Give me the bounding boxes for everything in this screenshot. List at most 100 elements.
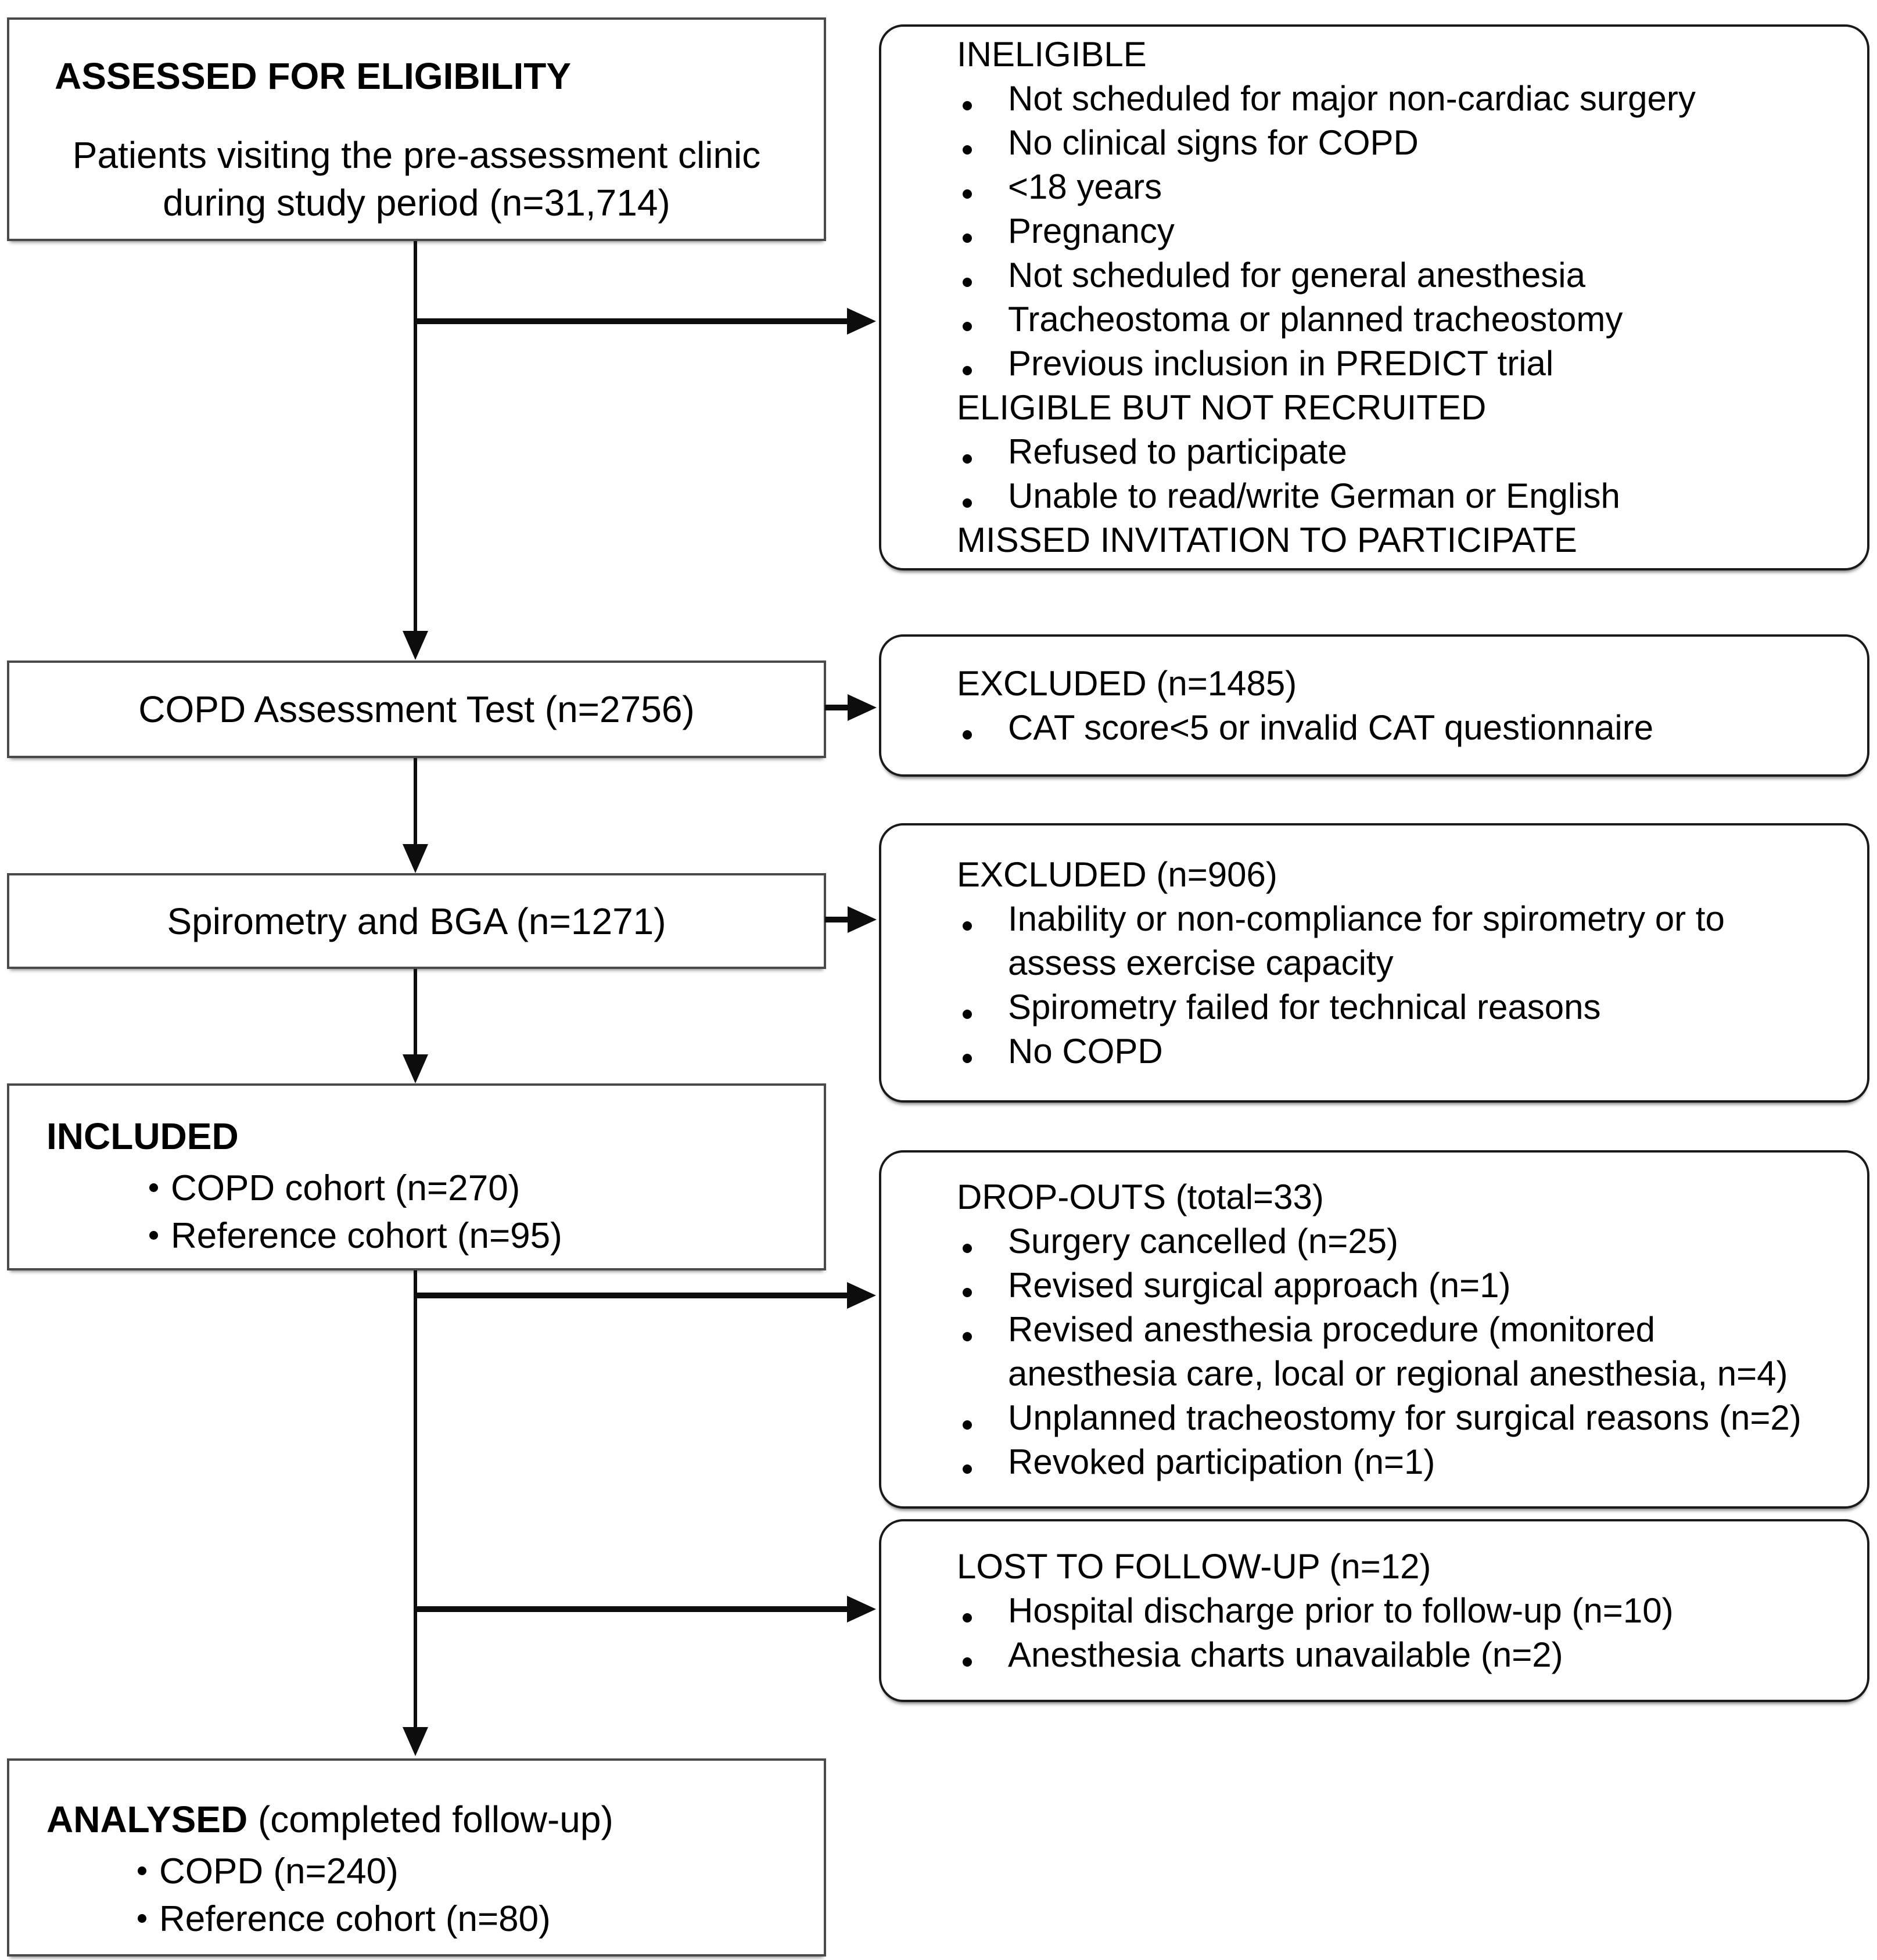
bullet-dot-icon <box>957 706 1008 750</box>
arrow-line-to-dropouts <box>415 1293 849 1298</box>
bullet-dot-icon <box>957 985 1008 1029</box>
arrow-line-to-excluded-spirometry <box>825 917 849 922</box>
arrow-line-to-excluded-cat <box>825 705 849 710</box>
bullet-dot-icon <box>957 430 1008 474</box>
analysed-bullet-copd: COPD (n=240) <box>114 1848 824 1896</box>
included-bullets: COPD cohort (n=270) Reference cohort (n=… <box>125 1165 824 1260</box>
dropouts-bullet-4-text: Unplanned tracheostomy for surgical reas… <box>1008 1398 1801 1437</box>
box-included: INCLUDED COPD cohort (n=270) Reference c… <box>7 1083 826 1270</box>
included-bullet-reference: Reference cohort (n=95) <box>125 1212 824 1260</box>
lost-to-followup-header: LOST TO FOLLOW-UP (n=12) <box>957 1546 1431 1586</box>
arrow-line-cat-to-spirometry <box>414 758 417 846</box>
excluded-spirometry-bullet-3: No COPD <box>957 1029 1832 1074</box>
spirometry-bga-label: Spirometry and BGA (n=1271) <box>167 900 666 942</box>
bullet-dot-icon <box>114 1896 146 1943</box>
ineligible-bullet-9: Unable to read/write German or English <box>957 474 1832 518</box>
excluded-cat-header: EXCLUDED (n=1485) <box>957 663 1297 703</box>
dropouts-bullet-5: Revoked participation (n=1) <box>957 1440 1832 1484</box>
arrowhead-down-to-spirometry-icon <box>403 844 428 873</box>
bullet-dot-icon <box>957 209 1008 253</box>
arrow-line-to-ineligible <box>415 318 849 324</box>
bullet-dot-icon <box>125 1212 158 1260</box>
arrow-line-assessed-to-cat <box>414 241 417 633</box>
excluded-cat-bullet-1-text: CAT score<5 or invalid CAT questionnaire <box>1008 708 1654 747</box>
bullet-dot-icon <box>957 77 1008 121</box>
ineligible-bullet-8: Refused to participate <box>957 430 1832 474</box>
excluded-spirometry-bullet-2: Spirometry failed for technical reasons <box>957 985 1832 1029</box>
ineligible-bullet-2: No clinical signs for COPD <box>957 121 1832 165</box>
bullet-dot-icon <box>957 1263 1008 1308</box>
box-dropouts: DROP-OUTS (total=33) Surgery cancelled (… <box>879 1150 1869 1509</box>
bullet-dot-icon <box>957 342 1008 386</box>
analysed-title: ANALYSED <box>46 1799 248 1840</box>
dropouts-bullet-5-text: Revoked participation (n=1) <box>1008 1442 1435 1481</box>
excluded-spirometry-bullet-1-text: Inability or non-compliance for spiromet… <box>1008 899 1725 982</box>
box-spirometry-bga: Spirometry and BGA (n=1271) <box>7 873 826 969</box>
assessed-body-line1: Patients visiting the pre-assessment cli… <box>72 134 761 176</box>
analysed-title-row: ANALYSED (completed follow-up) <box>9 1797 824 1842</box>
box-excluded-spirometry: EXCLUDED (n=906) Inability or non-compli… <box>879 823 1869 1103</box>
arrowhead-right-to-ineligible-icon <box>847 308 876 335</box>
dropouts-header: DROP-OUTS (total=33) <box>957 1177 1324 1216</box>
excluded-spirometry-bullet-3-text: No COPD <box>1008 1031 1163 1071</box>
arrow-line-to-lost-followup <box>415 1606 849 1612</box>
ineligible-bullet-8-text: Refused to participate <box>1008 432 1347 471</box>
ineligible-bullet-4: Pregnancy <box>957 209 1832 253</box>
bullet-dot-icon <box>957 1589 1008 1633</box>
excluded-spirometry-bullet-1: Inability or non-compliance for spiromet… <box>957 897 1832 985</box>
lost-to-followup-bullet-1-text: Hospital discharge prior to follow-up (n… <box>1008 1591 1674 1630</box>
box-ineligible: INELIGIBLE Not scheduled for major non-c… <box>879 24 1869 570</box>
missed-invitation-header: MISSED INVITATION TO PARTICIPATE <box>957 520 1577 559</box>
ineligible-bullet-5: Not scheduled for general anesthesia <box>957 253 1832 297</box>
box-copd-assessment-test: COPD Assessment Test (n=2756) <box>7 660 826 758</box>
bullet-dot-icon <box>957 121 1008 165</box>
dropouts-bullet-3: Revised anesthesia procedure (monitored … <box>957 1308 1832 1396</box>
box-excluded-cat: EXCLUDED (n=1485) CAT score<5 or invalid… <box>879 634 1869 777</box>
ineligible-bullet-9-text: Unable to read/write German or English <box>1008 476 1620 515</box>
dropouts-bullet-1: Surgery cancelled (n=25) <box>957 1219 1832 1263</box>
arrowhead-right-to-excluded-cat-icon <box>848 694 877 721</box>
ineligible-header: INELIGIBLE <box>957 35 1147 74</box>
bullet-dot-icon <box>957 1396 1008 1440</box>
bullet-dot-icon <box>957 1308 1008 1396</box>
arrowhead-down-to-analysed-icon <box>403 1727 428 1756</box>
ineligible-bullet-7-text: Previous inclusion in PREDICT trial <box>1008 344 1554 383</box>
bullet-dot-icon <box>957 1633 1008 1677</box>
ineligible-bullet-1: Not scheduled for major non-cardiac surg… <box>957 77 1832 121</box>
bullet-dot-icon <box>957 165 1008 209</box>
dropouts-bullet-2-text: Revised surgical approach (n=1) <box>1008 1265 1511 1305</box>
ineligible-bullet-2-text: No clinical signs for COPD <box>1008 123 1419 162</box>
assessed-body: Patients visiting the pre-assessment cli… <box>9 131 824 227</box>
arrowhead-down-to-cat-icon <box>403 631 428 660</box>
included-bullet-reference-text: Reference cohort (n=95) <box>171 1216 562 1256</box>
bullet-dot-icon <box>114 1848 146 1896</box>
eligible-not-recruited-header: ELIGIBLE BUT NOT RECRUITED <box>957 388 1487 427</box>
included-bullet-copd-text: COPD cohort (n=270) <box>171 1168 521 1208</box>
dropouts-bullet-1-text: Surgery cancelled (n=25) <box>1008 1221 1399 1261</box>
included-bullet-copd: COPD cohort (n=270) <box>125 1165 824 1212</box>
excluded-cat-bullet-1: CAT score<5 or invalid CAT questionnaire <box>957 706 1832 750</box>
copd-assessment-test-label: COPD Assessment Test (n=2756) <box>138 688 695 730</box>
dropouts-bullet-4: Unplanned tracheostomy for surgical reas… <box>957 1396 1832 1440</box>
analysed-title-suffix: (completed follow-up) <box>247 1799 613 1840</box>
ineligible-bullet-6: Tracheostoma or planned tracheostomy <box>957 297 1832 342</box>
analysed-bullet-reference-text: Reference cohort (n=80) <box>159 1899 551 1939</box>
analysed-bullets: COPD (n=240) Reference cohort (n=80) <box>114 1848 824 1943</box>
ineligible-bullet-5-text: Not scheduled for general anesthesia <box>1008 256 1585 295</box>
ineligible-bullet-4-text: Pregnancy <box>1008 211 1175 250</box>
assessed-title: ASSESSED FOR ELIGIBILITY <box>55 55 571 97</box>
arrowhead-right-to-lost-followup-icon <box>847 1596 876 1622</box>
bullet-dot-icon <box>957 253 1008 297</box>
analysed-bullet-reference: Reference cohort (n=80) <box>114 1896 824 1943</box>
box-analysed: ANALYSED (completed follow-up) COPD (n=2… <box>7 1758 826 1957</box>
lost-to-followup-bullet-1: Hospital discharge prior to follow-up (n… <box>957 1589 1832 1633</box>
ineligible-bullet-6-text: Tracheostoma or planned tracheostomy <box>1008 300 1623 339</box>
arrow-line-spirometry-to-included <box>414 969 417 1057</box>
arrow-line-included-to-analysed <box>414 1270 417 1729</box>
included-title: INCLUDED <box>46 1115 239 1157</box>
bullet-dot-icon <box>957 1029 1008 1074</box>
lost-to-followup-bullet-2-text: Anesthesia charts unavailable (n=2) <box>1008 1635 1563 1674</box>
bullet-dot-icon <box>957 297 1008 342</box>
ineligible-bullet-3: <18 years <box>957 165 1832 209</box>
